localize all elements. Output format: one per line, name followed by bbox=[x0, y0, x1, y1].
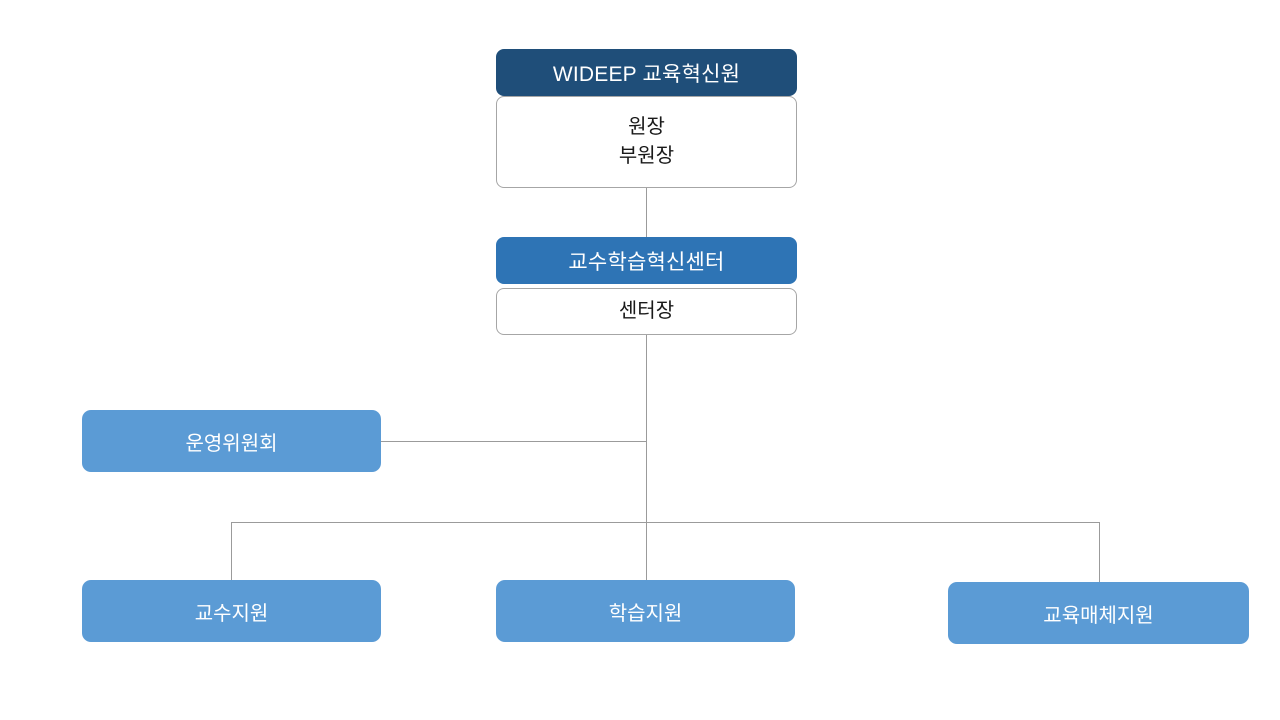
node-teaching-support[interactable]: 교수지원 bbox=[82, 580, 381, 642]
node-educational-media-support-label: 교육매체지원 bbox=[1043, 604, 1154, 627]
node-center-header: 교수학습혁신센터 bbox=[496, 237, 797, 284]
node-institute-role-director: 원장 bbox=[628, 116, 665, 138]
node-center-role-center-head: 센터장 bbox=[618, 300, 675, 322]
connector-drop-teaching bbox=[231, 522, 232, 580]
connector-drop-media bbox=[1099, 522, 1100, 582]
node-learning-support[interactable]: 학습지원 bbox=[496, 580, 795, 642]
node-center[interactable]: 교수학습혁신센터 센터장 bbox=[496, 237, 797, 335]
node-center-body: 센터장 bbox=[496, 288, 797, 335]
node-institute-role-deputy-director: 부원장 bbox=[618, 145, 675, 167]
node-educational-media-support[interactable]: 교육매체지원 bbox=[948, 582, 1249, 644]
node-teaching-support-label: 교수지원 bbox=[194, 602, 269, 625]
connector-branch-bar bbox=[231, 522, 1100, 523]
connector-center-trunk bbox=[646, 335, 647, 522]
connector-drop-learning bbox=[646, 522, 647, 580]
node-institute-body: 원장 부원장 bbox=[496, 96, 797, 188]
node-institute-header: WIDEEP 교육혁신원 bbox=[496, 49, 797, 96]
connector-institute-to-center bbox=[646, 188, 647, 237]
node-learning-support-label: 학습지원 bbox=[608, 602, 683, 625]
node-steering-committee-label: 운영위원회 bbox=[185, 432, 278, 455]
node-steering-committee[interactable]: 운영위원회 bbox=[82, 410, 381, 472]
node-institute[interactable]: WIDEEP 교육혁신원 원장 부원장 bbox=[496, 49, 797, 188]
connector-steering-to-trunk bbox=[381, 441, 647, 442]
